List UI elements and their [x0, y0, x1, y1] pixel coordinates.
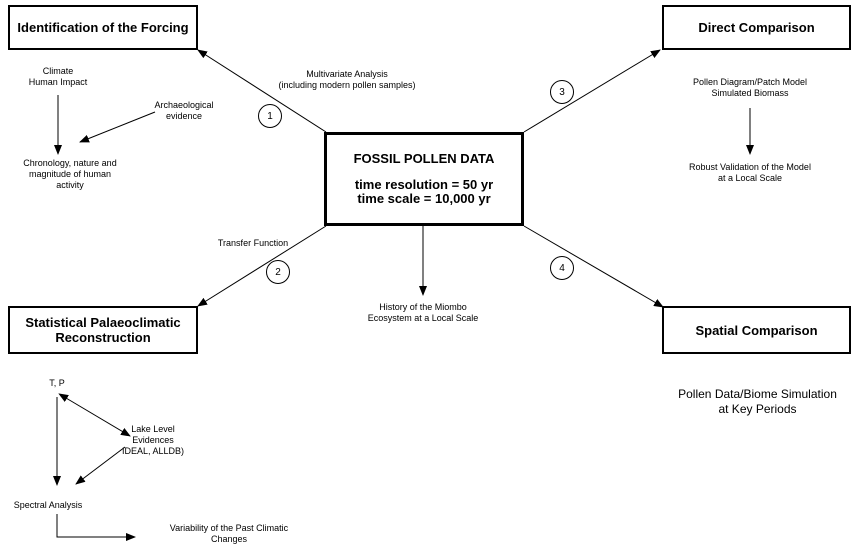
variability-line-2: Changes: [210, 534, 248, 544]
climate-line-1: Climate: [42, 66, 74, 76]
step-3-number: 3: [559, 86, 565, 98]
statistical-box-line-2: Reconstruction: [55, 330, 151, 345]
variability-label: Variability of the Past Climatic Changes: [150, 523, 308, 545]
step-3-circle: 3: [550, 80, 574, 104]
validation-line-2: at a Local Scale: [717, 173, 783, 183]
pollen-model-line-1: Pollen Diagram/Patch Model: [692, 77, 808, 87]
arrow-center-to-forcing: [197, 49, 327, 133]
statistical-reconstruction-box: Statistical Palaeoclimatic Reconstructio…: [8, 306, 198, 354]
lake-line-2: Evidences: [132, 435, 174, 445]
chronology-line-2: magnitude of human: [28, 169, 112, 179]
climate-human-impact-label: Climate Human Impact: [8, 66, 108, 88]
archaeological-evidence-label: Archaeological evidence: [145, 100, 223, 122]
chronology-line-3: activity: [56, 180, 84, 190]
arrow-lake-to-spectral: [75, 446, 126, 485]
spatial-box-label: Spatial Comparison: [695, 322, 818, 338]
pollen-diagram-patch-model-label: Pollen Diagram/Patch Model Simulated Bio…: [680, 77, 820, 99]
lake-line-3: IDEAL, ALLDB): [121, 446, 185, 456]
arrow-center-to-spatial: [523, 225, 664, 308]
direct-comparison-box: Direct Comparison: [662, 5, 851, 50]
statistical-box-text: Statistical Palaeoclimatic Reconstructio…: [25, 315, 180, 345]
statistical-box-line-1: Statistical Palaeoclimatic: [25, 315, 181, 330]
pollen-biome-simulation-label: Pollen Data/Biome Simulation at Key Peri…: [660, 387, 855, 417]
arrow-tp-lake-bidirectional: [58, 393, 131, 437]
history-line-2: Ecosystem at a Local Scale: [367, 313, 479, 323]
spectral-analysis-label: Spectral Analysis: [5, 500, 91, 511]
chronology-line-1: Chronology, nature and: [23, 158, 117, 168]
multivariate-line-2: (including modern pollen samples): [278, 80, 416, 90]
biome-line-2: at Key Periods: [718, 402, 797, 416]
validation-line-1: Robust Validation of the Model: [689, 162, 811, 172]
center-title: FOSSIL POLLEN DATA: [353, 151, 495, 166]
archaeological-line-1: Archaeological: [154, 100, 214, 110]
archaeological-line-2: evidence: [165, 111, 203, 121]
history-line-1: History of the Miombo: [379, 302, 467, 312]
tp-text: T, P: [49, 378, 65, 388]
transfer-function-text: Transfer Function: [217, 238, 289, 248]
fossil-pollen-data-box: FOSSIL POLLEN DATA time resolution = 50 …: [324, 132, 524, 226]
step-4-number: 4: [559, 262, 565, 274]
step-1-circle: 1: [258, 104, 282, 128]
pollen-model-line-2: Simulated Biomass: [711, 88, 789, 98]
step-4-circle: 4: [550, 256, 574, 280]
step-1-number: 1: [267, 110, 273, 122]
robust-validation-label: Robust Validation of the Model at a Loca…: [680, 162, 820, 184]
spatial-comparison-box: Spatial Comparison: [662, 306, 851, 354]
identification-of-forcing-box: Identification of the Forcing: [8, 5, 198, 50]
lake-line-1: Lake Level: [131, 424, 175, 434]
multivariate-line-1: Multivariate Analysis: [306, 69, 388, 79]
step-2-number: 2: [275, 266, 281, 278]
tp-label: T, P: [44, 378, 70, 389]
miombo-history-label: History of the Miombo Ecosystem at a Loc…: [353, 302, 493, 324]
center-resolution: time resolution = 50 yr: [354, 177, 494, 192]
lake-level-evidences-label: Lake Level Evidences IDEAL, ALLDB): [113, 424, 193, 457]
transfer-function-label: Transfer Function: [203, 238, 303, 249]
variability-line-1: Variability of the Past Climatic: [169, 523, 289, 533]
direct-box-label: Direct Comparison: [698, 20, 815, 35]
spectral-text: Spectral Analysis: [13, 500, 83, 510]
multivariate-analysis-label: Multivariate Analysis (including modern …: [262, 69, 432, 91]
arrow-center-to-statistical: [197, 225, 327, 307]
step-2-circle: 2: [266, 260, 290, 284]
arrow-spectral-to-variability: [56, 514, 136, 541]
arrow-center-to-direct: [523, 49, 661, 133]
forcing-box-label: Identification of the Forcing: [17, 20, 189, 35]
climate-line-2: Human Impact: [28, 77, 88, 87]
biome-line-1: Pollen Data/Biome Simulation: [678, 387, 837, 401]
center-scale: time scale = 10,000 yr: [357, 191, 491, 206]
arrow-archaeological-to-chronology: [79, 111, 156, 143]
chronology-label: Chronology, nature and magnitude of huma…: [5, 158, 135, 191]
